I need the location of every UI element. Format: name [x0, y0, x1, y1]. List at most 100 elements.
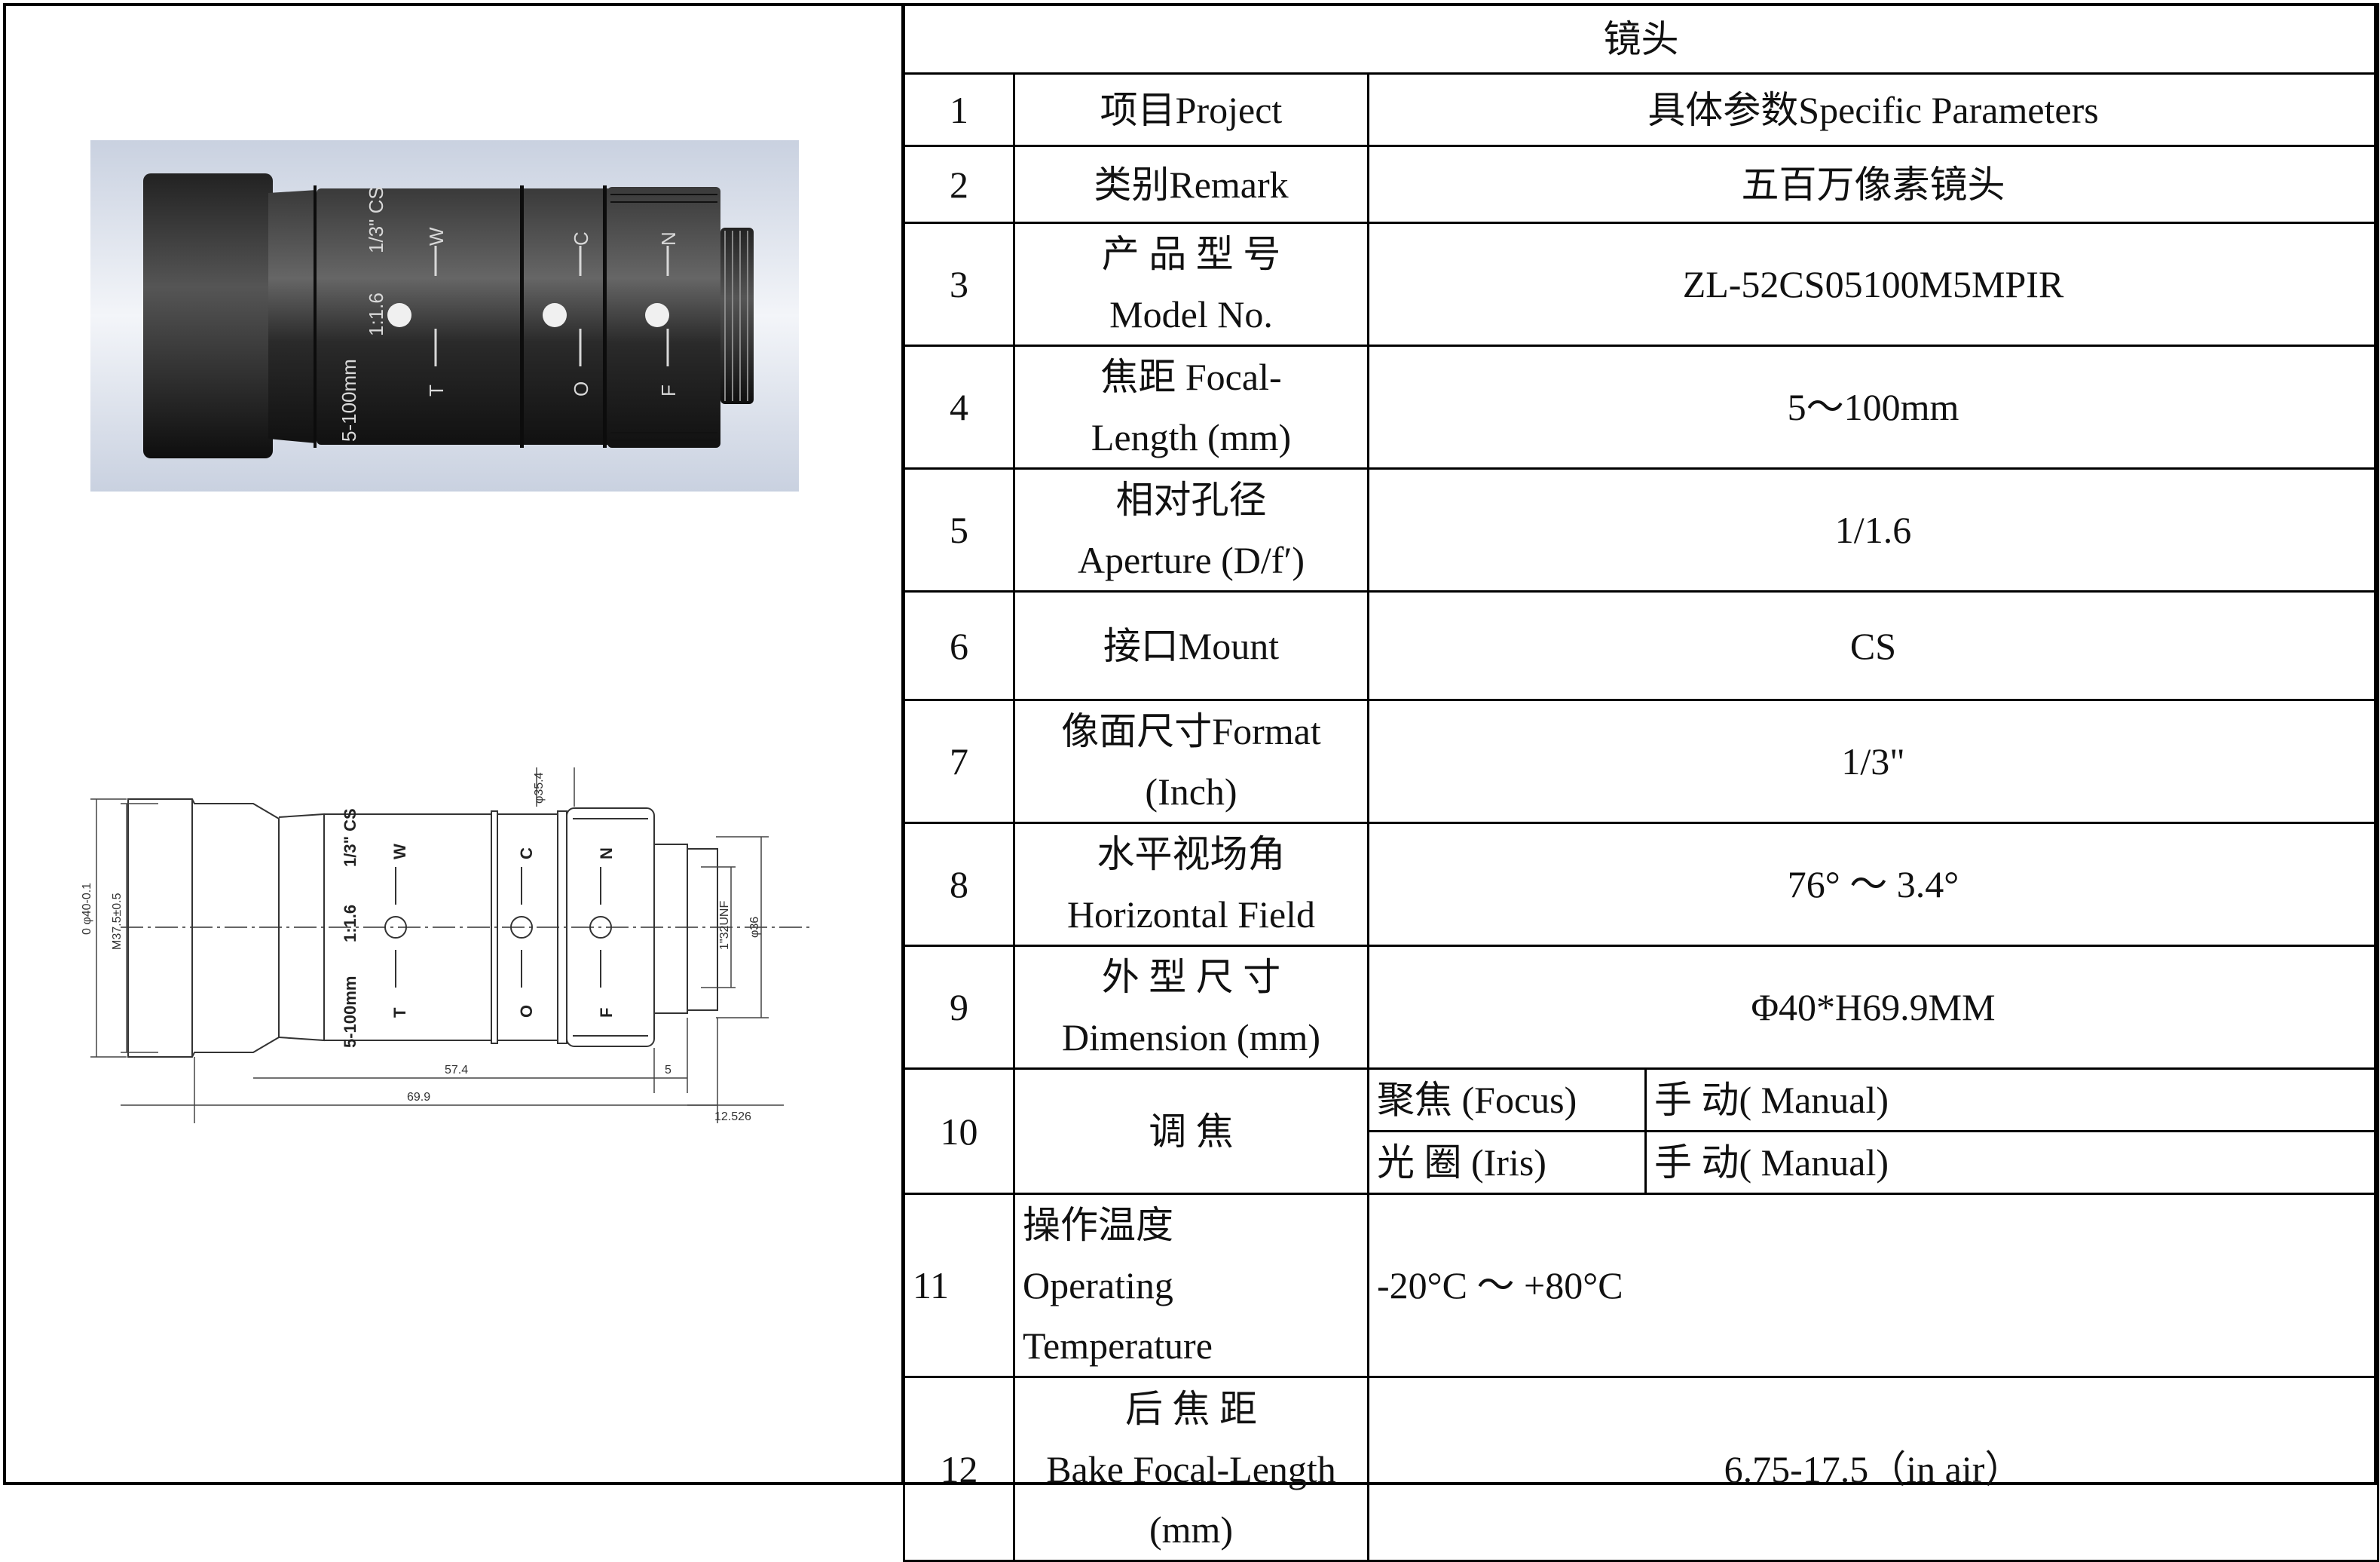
row-number: 6 — [903, 590, 1015, 701]
row-number: 7 — [903, 699, 1015, 824]
iris-label: 光 圈 (Iris) — [1367, 1130, 1647, 1195]
row-item: 外 型 尺 寸 Dimension (mm) — [1013, 945, 1369, 1070]
lens-front-cone — [268, 190, 317, 443]
row-value: ZL-52CS05100M5MPIR — [1367, 222, 2379, 347]
row-item: 接口Mount — [1013, 590, 1369, 701]
drawing-near: N — [597, 847, 616, 859]
drawing-aperture: 1:1.6 — [341, 905, 359, 942]
wide-mark: W — [425, 227, 448, 246]
drawing-zoom-range: 5-100mm — [341, 976, 359, 1048]
table-row: 6 接口Mount CS — [903, 590, 2379, 701]
row-number: 12 — [903, 1376, 1015, 1562]
row-item-line: 相对孔径 — [1115, 479, 1267, 521]
drawing-close: C — [517, 847, 536, 859]
row-number: 3 — [903, 222, 1015, 347]
aperture-print: 1:1.6 — [365, 292, 387, 336]
dim-57-4: 57.4 — [445, 1064, 468, 1077]
zoom-range-print: 5-100mm — [338, 359, 360, 442]
row-item-line: 产 品 型 号 — [1101, 233, 1281, 275]
row-number: 9 — [903, 945, 1015, 1070]
row-number: 1 — [903, 72, 1015, 147]
table-row: 10 调 焦 聚焦 (Focus)手 动( Manual) — [903, 1067, 2379, 1195]
drawing-far: F — [597, 1008, 616, 1018]
zoom-screw-outline — [384, 916, 407, 939]
drawing-tele: T — [390, 1007, 409, 1018]
row-item-line: Operating — [1023, 1264, 1173, 1306]
barrel-groove-3 — [603, 185, 607, 448]
table-title: 镜头 — [903, 3, 2379, 75]
row-item-line: 操作温度 — [1023, 1204, 1173, 1246]
zoom-screw — [387, 303, 411, 327]
rear-mount-thread — [724, 231, 748, 401]
focus-label: 聚焦 (Focus) — [1367, 1067, 1647, 1132]
row-item-line: 调 焦 — [1149, 1110, 1234, 1153]
dimension-lines — [90, 767, 784, 1123]
row-item: 焦距 Focal-Length (mm) — [1013, 345, 1369, 470]
dim-5: 5 — [665, 1064, 671, 1077]
row-number: 8 — [903, 822, 1015, 947]
drawing-wide: W — [390, 844, 409, 859]
row-value: Φ40*H69.9MM — [1367, 945, 2379, 1070]
row-item-line: 接口Mount — [1103, 624, 1280, 667]
row-value: -20°C ～ +80°C — [1367, 1193, 2379, 1378]
row-value: 五百万像素镜头 — [1367, 145, 2379, 224]
row-value: CS — [1367, 590, 2379, 701]
far-mark: F — [657, 384, 680, 397]
table-row: 光 圈 (Iris)手 动( Manual) — [904, 1130, 2379, 1195]
row-number: 5 — [903, 467, 1015, 593]
dim-36: φ36 — [748, 917, 761, 938]
drawing-format: 1/3" CS — [341, 808, 359, 867]
dim-35-4: φ35.4 — [533, 772, 546, 804]
row-item-line: Temperature — [1023, 1325, 1213, 1367]
row-value: 5～100mm — [1367, 345, 2379, 470]
row-number: 2 — [903, 145, 1015, 224]
dim-unf: 1"32UNF — [718, 901, 731, 950]
lens-barrel — [317, 188, 633, 445]
row-number: 10 — [903, 1067, 1015, 1195]
row-number: 4 — [903, 345, 1015, 470]
row-value: 76° ～ 3.4° — [1367, 822, 2379, 947]
dim-outer-diameter: 0 φ40-0.1 — [81, 883, 93, 935]
row-value: 1/3" — [1367, 699, 2379, 824]
row-item: 调 焦 — [1013, 1067, 1369, 1195]
row-item-line: Dimension (mm) — [1061, 1016, 1321, 1058]
row-item: 像面尺寸Format (Inch) — [1013, 699, 1369, 824]
close-mark: C — [570, 231, 592, 246]
iris-screw — [543, 303, 567, 327]
tele-mark: T — [425, 384, 448, 397]
dim-thread: M37.5±0.5 — [111, 893, 124, 950]
row-item-line: (Inch) — [1145, 770, 1237, 813]
row-item: 项目Project — [1013, 72, 1369, 147]
near-mark: N — [657, 231, 680, 246]
focus-screw — [645, 303, 669, 327]
mount-thread-outline — [687, 848, 718, 1011]
row-item-line: 类别Remark — [1094, 163, 1289, 206]
rear-mount — [720, 228, 754, 404]
row-item-line: 像面尺寸Format — [1061, 710, 1321, 752]
table-row: 9 外 型 尺 寸 Dimension (mm) Φ40*H69.9MM — [903, 945, 2379, 1070]
format-mount-print: 1/3" CS — [365, 186, 387, 253]
row-item: 类别Remark — [1013, 145, 1369, 224]
row-item-line: 水平视场角 — [1097, 833, 1286, 875]
lens-dimension-drawing: 5-100mm 1:1.6 1/3" CS T W O C F N 0 φ40-… — [81, 767, 814, 1123]
row-item-line: 项目Project — [1100, 88, 1283, 131]
lens-photo: 5-100mm 1:1.6 1/3" CS T W O C F N — [90, 140, 799, 492]
column-divider — [901, 3, 904, 1485]
barrel-groove-2 — [520, 185, 524, 448]
row-item-line: 外 型 尺 寸 — [1101, 956, 1281, 998]
row-item-line: Bake Focal-Length — [1046, 1447, 1336, 1490]
dim-12-526: 12.526 — [714, 1110, 751, 1123]
iris-value: 手 动( Manual) — [1644, 1130, 2379, 1195]
row-item-line: 后 焦 距 — [1125, 1387, 1257, 1430]
barrel-groove-1 — [314, 185, 317, 448]
focus-value: 手 动( Manual) — [1644, 1067, 2379, 1132]
drawing-open: O — [517, 1005, 536, 1018]
